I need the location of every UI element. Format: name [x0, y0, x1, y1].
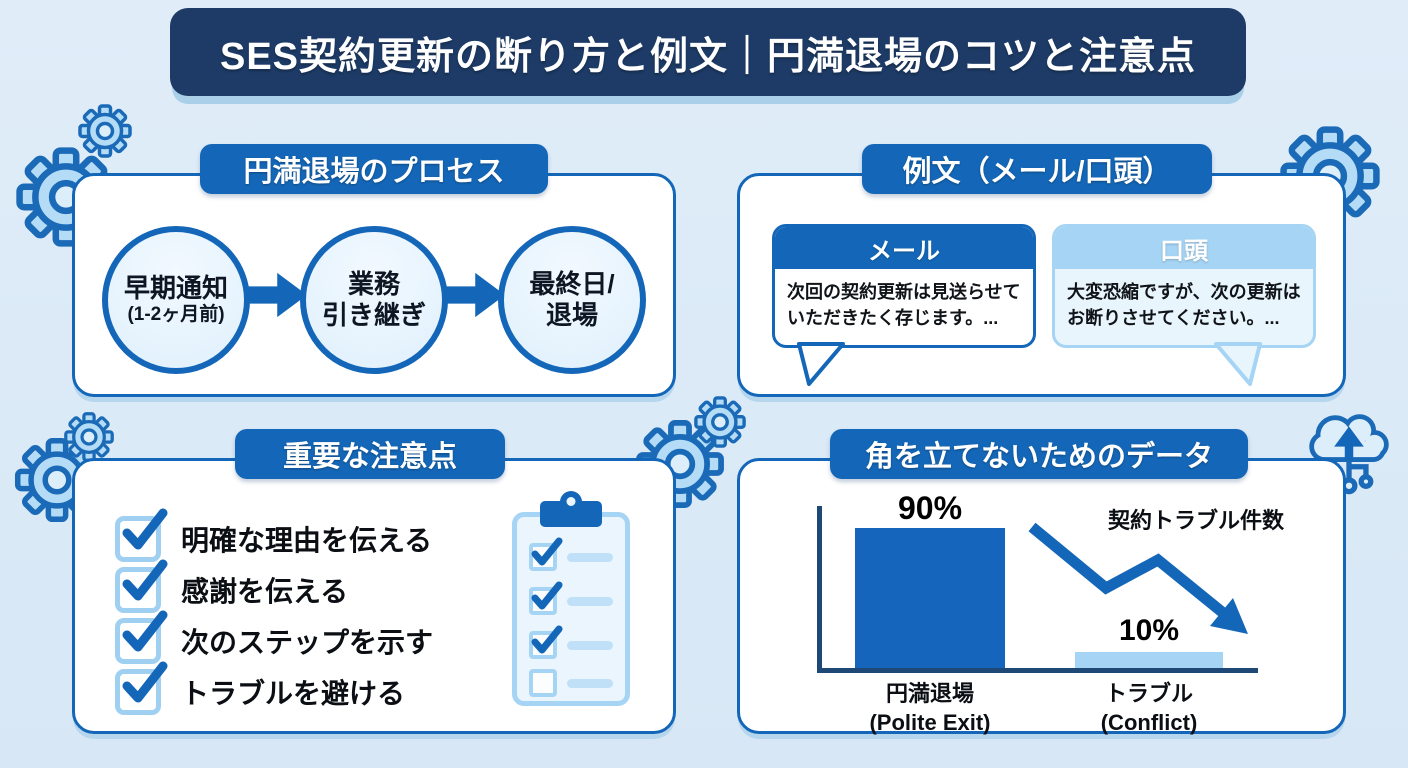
- x-axis: [817, 668, 1258, 673]
- bar-category-label: 円満退場 (Polite Exit): [830, 680, 1030, 737]
- y-axis: [817, 506, 822, 673]
- checklist-item: 感謝を伝える: [115, 559, 349, 613]
- gear-icon: [78, 104, 132, 158]
- bubble-title: 口頭: [1055, 227, 1313, 269]
- bar-category-label: トラブル (Conflict): [1049, 680, 1249, 737]
- checklist-item-label: 感謝を伝える: [181, 576, 349, 607]
- panel-cautions-header-label: 重要な注意点: [282, 441, 457, 473]
- chart-annotation: 契約トラブル件数: [1108, 508, 1285, 533]
- panel-cautions-header: 重要な注意点: [235, 429, 505, 479]
- bar-value-label: 10%: [1118, 614, 1180, 647]
- panel-examples-header: 例文（メール/口頭）: [862, 144, 1212, 194]
- bar-value-label: 90%: [897, 490, 963, 526]
- checklist-item: 次のステップを示す: [115, 610, 434, 664]
- bubble-tail-icon: [797, 342, 845, 386]
- checklist-item-label: 次のステップを示す: [181, 627, 434, 658]
- cloud-upload-icon: [1309, 414, 1389, 495]
- process-step-3: 最終日/ 退場: [498, 226, 646, 374]
- step-sublabel: (1-2ヶ月前): [127, 304, 225, 326]
- process-step-1: 早期通知 (1-2ヶ月前): [102, 226, 250, 374]
- category-line: トラブル: [1104, 681, 1193, 706]
- step-label: 早期通知: [123, 273, 228, 303]
- bubble-text: 大変恐縮ですが、次の更新はお断りさせてください。...: [1067, 282, 1301, 329]
- page-title: SES契約更新の断り方と例文｜円満退場のコツと注意点: [219, 35, 1197, 78]
- bar-polite-exit: [855, 528, 1005, 668]
- checklist-item-label: トラブルを避ける: [181, 678, 406, 709]
- panel-data-header: 角を立てないためのデータ: [830, 429, 1248, 479]
- checklist-item-label: 明確な理由を伝える: [181, 525, 433, 556]
- bubble-title: メール: [775, 227, 1033, 269]
- panel-examples-header-label: 例文（メール/口頭）: [902, 156, 1172, 188]
- downtrend-arrow-icon: [1028, 522, 1248, 634]
- checkbox-checked-icon: [115, 610, 168, 664]
- step-label: 最終日/: [529, 268, 615, 299]
- panel-process-header: 円満退場のプロセス: [200, 144, 548, 194]
- clipboard-icon: [512, 491, 630, 706]
- bubble-text: 次回の契約更新は見送らせていただきたく存じます。...: [787, 282, 1021, 329]
- bubble-tail-icon: [1214, 342, 1262, 386]
- gear-icon: [694, 396, 746, 448]
- process-step-2: 業務 引き継ぎ: [300, 226, 448, 374]
- checkbox-checked-icon: [115, 661, 168, 715]
- checklist-item: トラブルを避ける: [115, 661, 406, 715]
- speech-bubble-mail: メール 次回の契約更新は見送らせていただきたく存じます。...: [772, 224, 1036, 349]
- gear-icon: [64, 412, 114, 462]
- speech-bubble-oral: 口頭 大変恐縮ですが、次の更新はお断りさせてください。...: [1052, 224, 1316, 349]
- step-label: 業務: [347, 268, 400, 299]
- panel-data-header-label: 角を立てないためのデータ: [864, 441, 1213, 473]
- panel-data: [737, 458, 1346, 734]
- checkbox-checked-icon: [115, 508, 168, 562]
- checklist-item: 明確な理由を伝える: [115, 508, 433, 562]
- category-subline: (Conflict): [1100, 709, 1198, 735]
- checkbox-checked-icon: [115, 559, 168, 613]
- panel-process-header-label: 円満退場のプロセス: [243, 156, 505, 188]
- bar-conflict: [1075, 652, 1223, 668]
- category-line: 円満退場: [885, 681, 974, 706]
- title-banner: SES契約更新の断り方と例文｜円満退場のコツと注意点: [170, 8, 1246, 96]
- category-subline: (Polite Exit): [869, 709, 991, 735]
- step-sublabel: 退場: [545, 300, 598, 330]
- step-sublabel: 引き継ぎ: [321, 300, 426, 330]
